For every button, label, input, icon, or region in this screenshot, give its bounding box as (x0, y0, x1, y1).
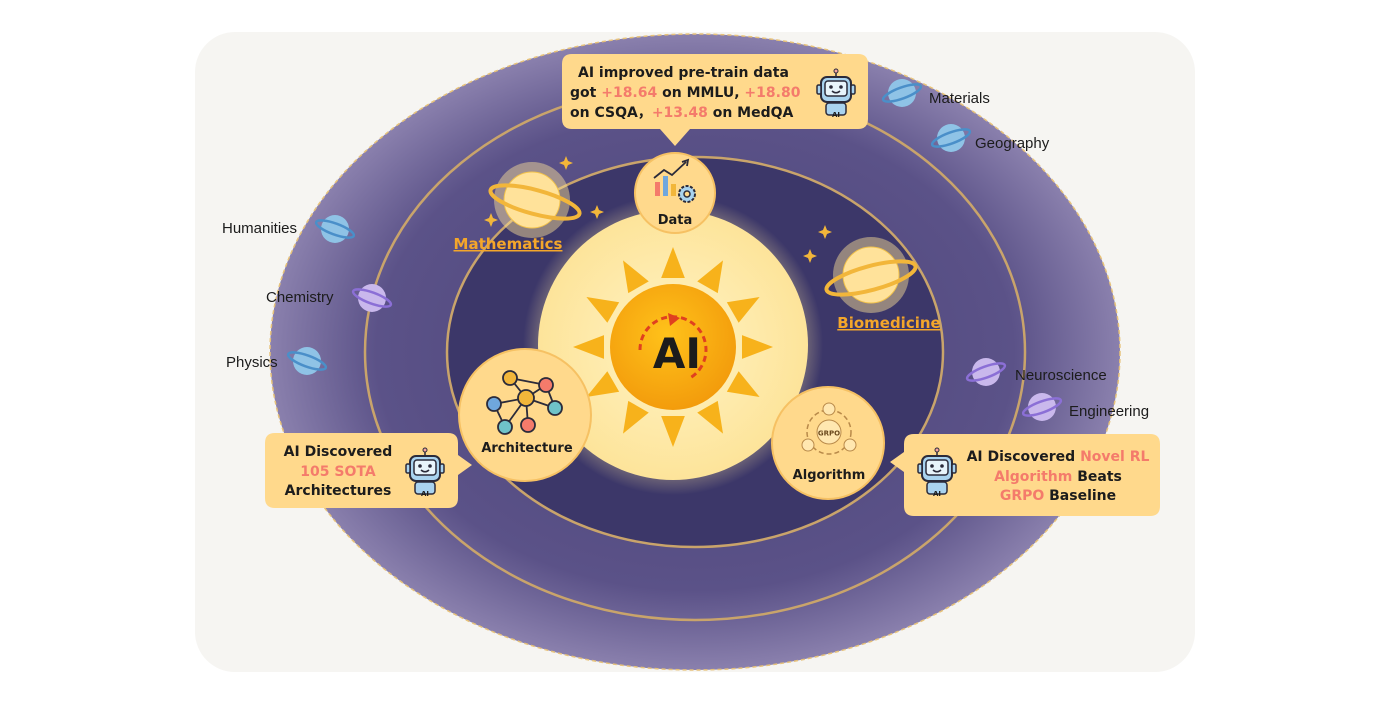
algorithm-callout-line3: GRPO Baseline (1000, 488, 1116, 504)
grpo-center-text: GRPO (818, 430, 840, 438)
neural-network-icon (486, 370, 563, 435)
neuroscience-label: Neuroscience (1015, 367, 1107, 384)
sun-ray (661, 247, 685, 279)
chemistry-planet-icon (351, 284, 393, 312)
algorithm-node-label: Algorithm (793, 468, 866, 483)
data-callout-line3: on CSQA，+13.48 on MedQA (570, 105, 794, 121)
sun-ray (697, 400, 723, 434)
biomedicine-label: Biomedicine (837, 314, 940, 332)
materials-label: Materials (929, 90, 990, 107)
humanities-label: Humanities (222, 220, 297, 237)
architecture-callout-line1: AI Discovered (284, 444, 393, 460)
sun-ray (586, 297, 620, 323)
sun-ray (586, 371, 620, 397)
sun-core (610, 284, 736, 410)
architecture-node-label: Architecture (481, 441, 573, 456)
neuroscience-planet-icon (965, 358, 1007, 386)
chemistry-label: Chemistry (266, 289, 334, 306)
sun-rays (573, 247, 773, 447)
sun-ray (661, 415, 685, 447)
sun-ray (697, 260, 723, 294)
data-callout-line2: got +18.64 on MMLU, +18.80 (570, 85, 801, 101)
robot-badge: AI (933, 490, 941, 498)
sun-ray (623, 260, 649, 294)
arrow-head-icon (668, 313, 680, 326)
biomedicine-planet-icon (803, 225, 918, 313)
data-node-label: Data (658, 213, 693, 228)
architecture-callout-line2: 105 SOTA (300, 464, 376, 480)
grpo-cycle-icon: GRPO (801, 402, 857, 455)
materials-planet-icon (881, 79, 923, 107)
architecture-callout-line3: Architectures (285, 483, 392, 499)
sun-ray (741, 335, 773, 359)
physics-planet-icon (286, 347, 328, 375)
robot-badge: AI (832, 111, 840, 119)
mathematics-planet-icon (484, 156, 604, 238)
bar-chart-gear-icon (653, 158, 696, 203)
sun-ray (726, 371, 760, 397)
data-callout: AI improved pre-train data got +18.64 on… (562, 54, 868, 146)
engineering-label: Engineering (1069, 403, 1149, 420)
algorithm-callout-line1: AI Discovered Novel RL (967, 449, 1150, 465)
algorithm-callout-line2: Algorithm Beats (994, 469, 1122, 485)
engineering-planet-icon (1021, 393, 1063, 421)
center-ai-label: AI (653, 329, 701, 378)
mathematics-label: Mathematics (454, 235, 563, 253)
robot-badge: AI (421, 490, 429, 498)
sun-ray (573, 335, 605, 359)
architecture-callout: AI Discovered 105 SOTA Architectures AI (265, 433, 472, 508)
physics-label: Physics (226, 354, 278, 371)
sun-ray (726, 297, 760, 323)
sun-ray (623, 400, 649, 434)
algorithm-callout: AI AI Discovered Novel RL Algorithm Beat… (890, 434, 1160, 516)
humanities-planet-icon (314, 215, 356, 243)
data-callout-line1: AI improved pre-train data (578, 65, 789, 81)
architecture-node (458, 348, 592, 482)
geography-planet-icon (930, 124, 972, 152)
geography-label: Geography (975, 135, 1050, 152)
